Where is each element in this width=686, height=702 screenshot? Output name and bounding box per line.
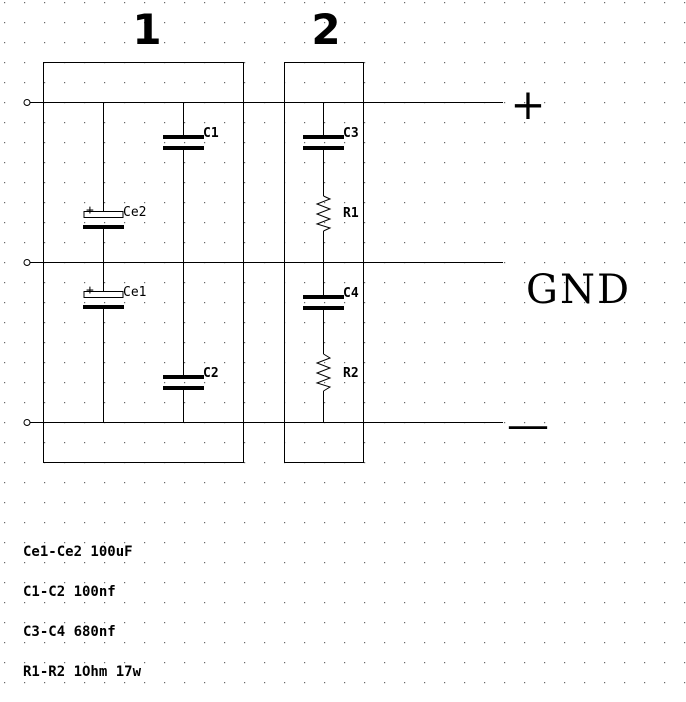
- note-electrolytic-caps: Ce1-Ce2 100uF: [23, 544, 133, 560]
- capacitor-c1: C1: [163, 102, 219, 376]
- gnd-terminal-label: GND: [526, 267, 631, 313]
- resistor-r1: R1: [315, 195, 359, 296]
- capacitor-c2: C2: [163, 366, 219, 422]
- c2-label: C2: [203, 366, 219, 381]
- plus-terminal-label: +: [510, 80, 545, 129]
- positive-input-terminal: [23, 99, 31, 106]
- ce2-polarity: +: [86, 203, 94, 218]
- section-1-label: 1: [132, 5, 161, 54]
- c4-label: C4: [343, 286, 359, 301]
- resistor-r2: R2: [315, 353, 359, 422]
- r2-label: R2: [343, 366, 359, 381]
- note-resistors: R1-R2 1Ohm 17w: [23, 664, 142, 680]
- c1-label: C1: [203, 126, 219, 141]
- section-2-label: 2: [311, 5, 340, 54]
- capacitor-c3: C3: [303, 102, 359, 196]
- note-c3-c4: C3-C4 680nf: [23, 624, 116, 640]
- c3-label: C3: [343, 126, 359, 141]
- capacitor-c4: C4: [303, 286, 359, 354]
- capacitor-ce2: + Ce2: [83, 102, 146, 262]
- ce2-label: Ce2: [123, 205, 146, 220]
- negative-input-terminal: [23, 419, 31, 426]
- ce1-label: Ce1: [123, 285, 146, 300]
- ground-input-terminal: [23, 259, 31, 266]
- r1-label: R1: [343, 206, 359, 221]
- note-c1-c2: C1-C2 100nf: [23, 584, 116, 600]
- ce1-polarity: +: [86, 283, 94, 298]
- capacitor-ce1: + Ce1: [83, 262, 146, 422]
- minus-terminal-label: —: [507, 400, 549, 449]
